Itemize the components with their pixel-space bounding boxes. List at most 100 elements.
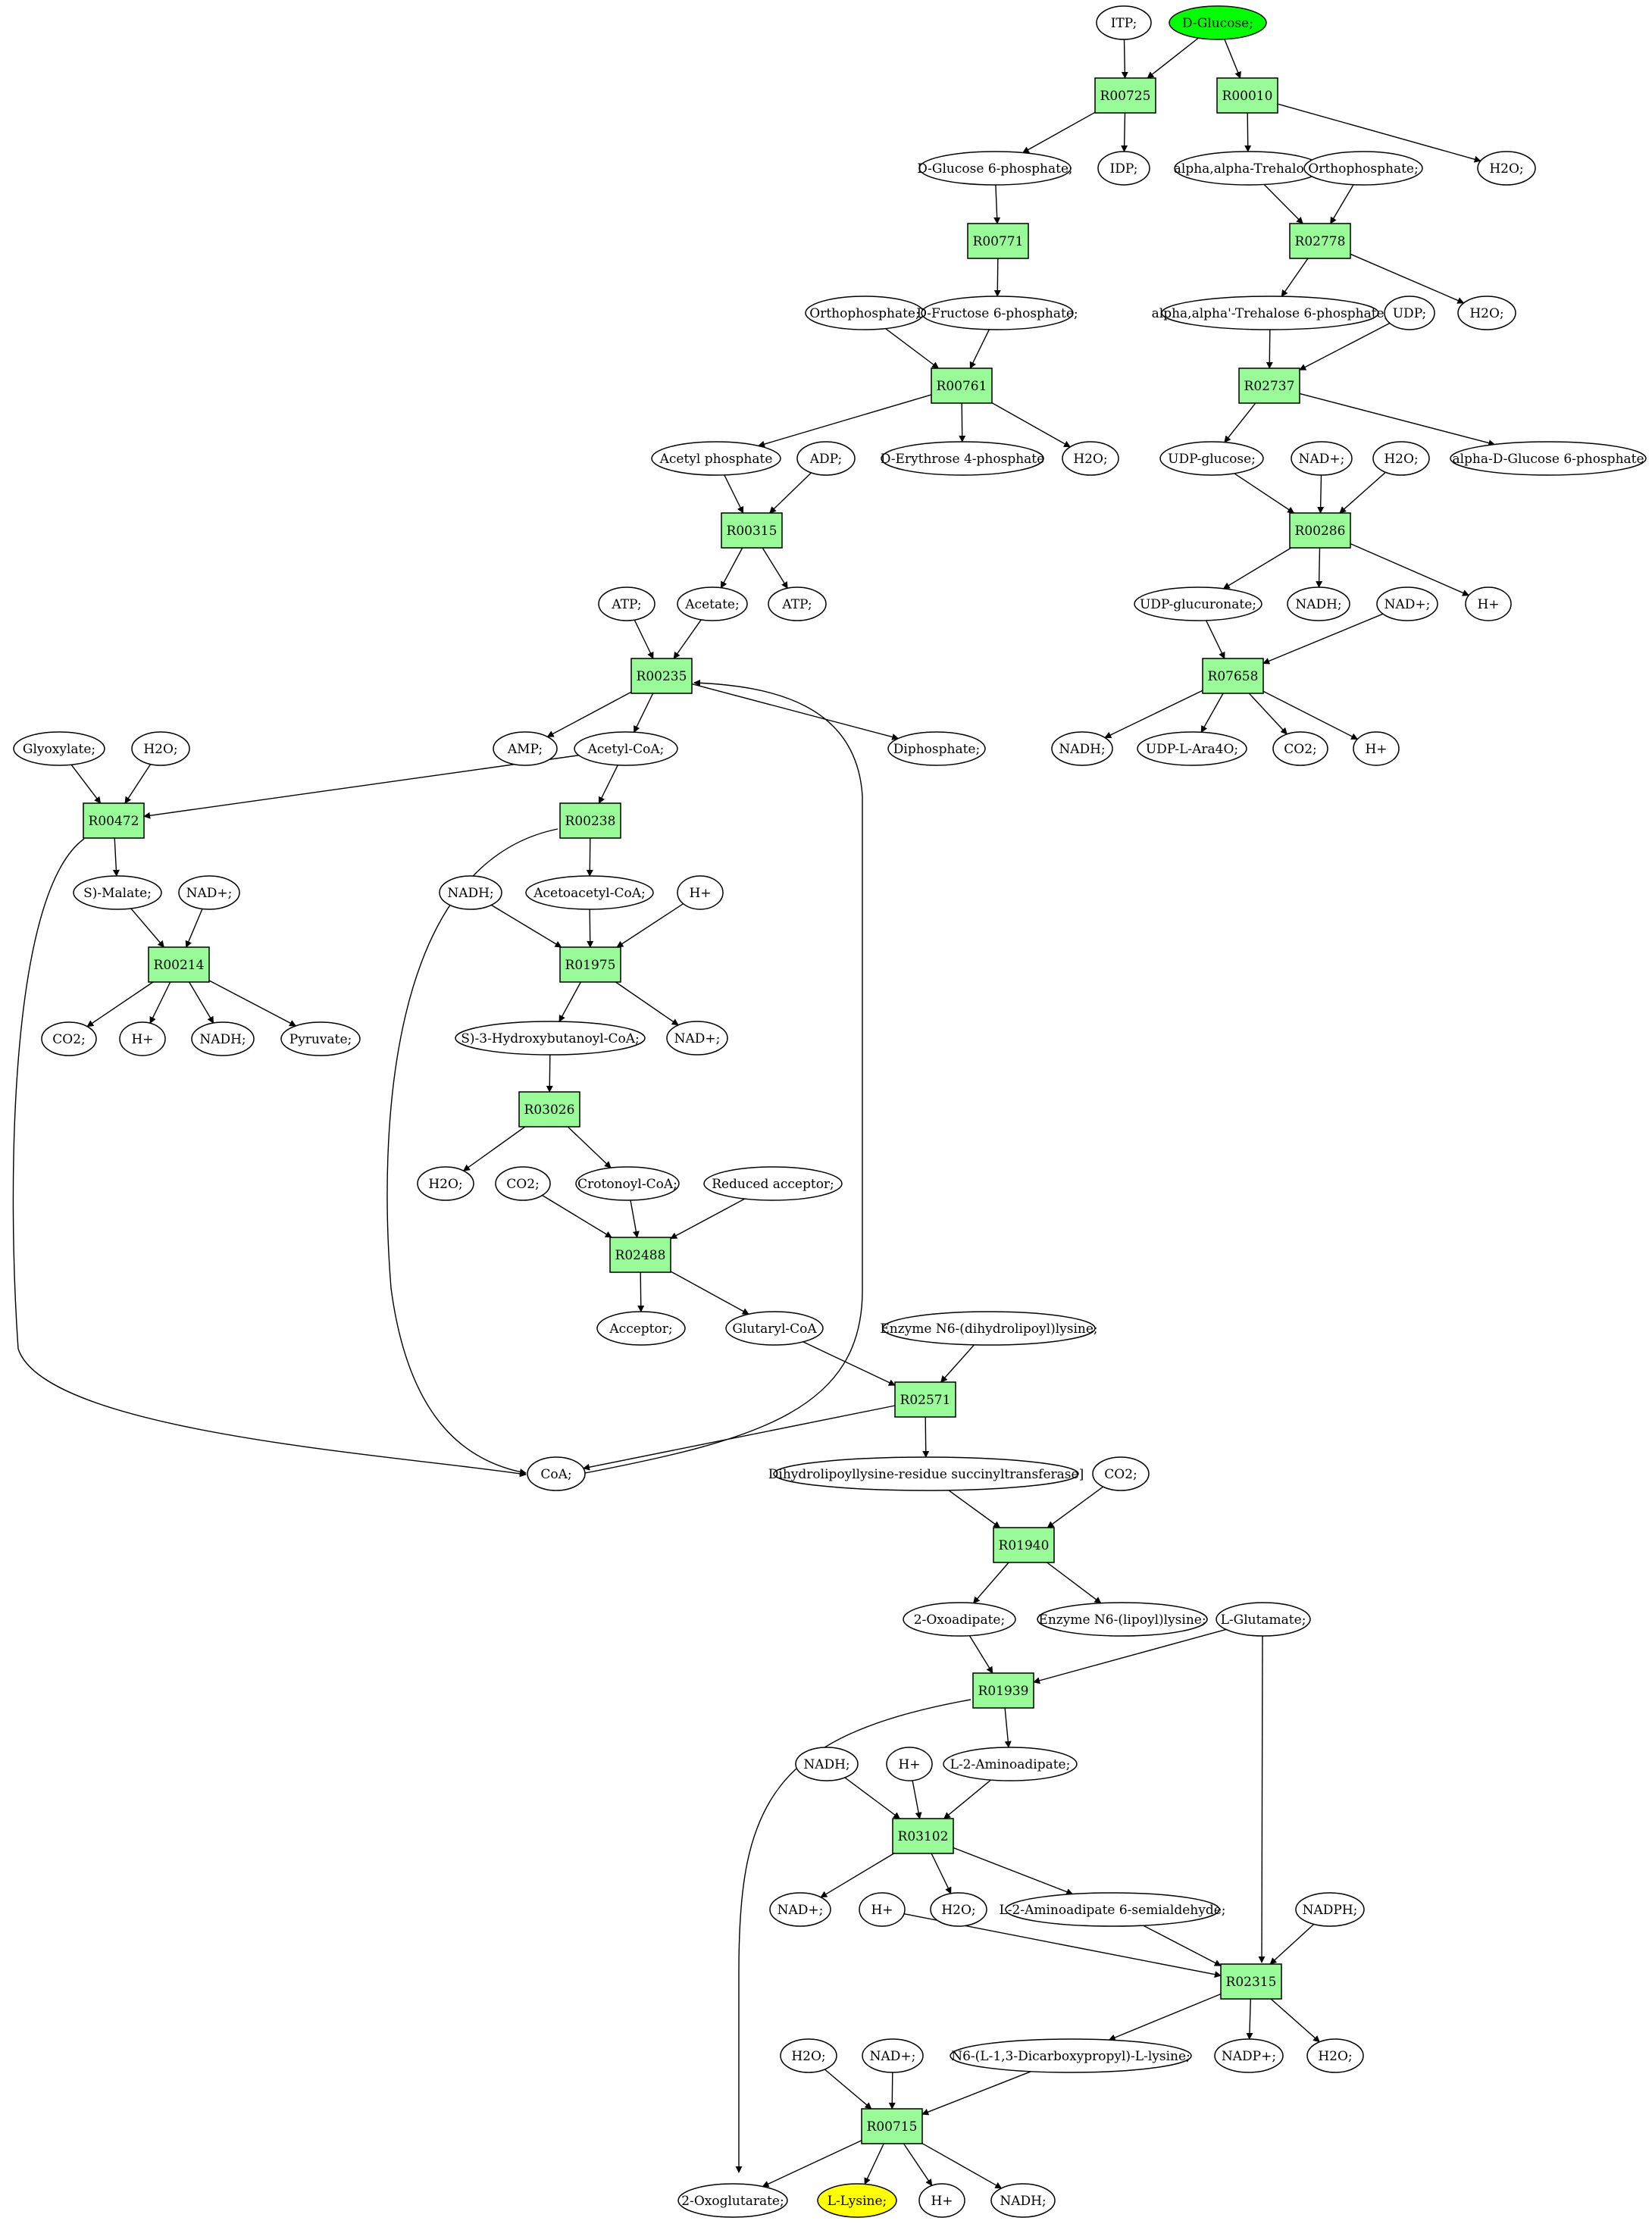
compound-redacc[interactable]: Reduced acceptor; bbox=[703, 1166, 843, 1201]
compound-udpglcu[interactable]: UDP-glucuronate; bbox=[1134, 586, 1262, 621]
compound-co2_4[interactable]: CO2; bbox=[1092, 1456, 1150, 1491]
compound-nadp_4[interactable]: NAD+; bbox=[666, 1021, 728, 1056]
compound-hp_7[interactable]: H+ bbox=[918, 2183, 965, 2218]
compound-udpara[interactable]: UDP-L-Ara4O; bbox=[1137, 731, 1247, 766]
compound-itp[interactable]: ITP; bbox=[1096, 5, 1152, 40]
compound-acc[interactable]: Acceptor; bbox=[596, 1311, 686, 1346]
compound-acp[interactable]: Acetyl phosphate bbox=[651, 441, 781, 476]
compound-nadh_4[interactable]: NADH; bbox=[191, 1021, 255, 1056]
compound-enzlip[interactable]: Enzyme N6-(lipoyl)lysine; bbox=[1037, 1602, 1208, 1637]
compound-dhls[interactable]: Dihydrolipoyllysine-residue succinyltran… bbox=[768, 1456, 1084, 1491]
reaction-r01940[interactable]: R01940 bbox=[993, 1527, 1055, 1563]
compound-f6p[interactable]: D-Fructose 6-phosphate; bbox=[916, 296, 1078, 330]
compound-idp[interactable]: IDP; bbox=[1097, 151, 1150, 186]
reaction-r07658[interactable]: R07658 bbox=[1202, 658, 1264, 694]
compound-aasa[interactable]: L-2-Aminoadipate 6-semialdehyde; bbox=[999, 1892, 1226, 1927]
compound-atp2[interactable]: ATP; bbox=[768, 586, 827, 621]
compound-hp_6[interactable]: H+ bbox=[859, 1892, 906, 1927]
compound-dglucose[interactable]: D-Glucose; bbox=[1169, 5, 1267, 40]
compound-hbcoa[interactable]: S)-3-Hydroxybutanoyl-CoA; bbox=[455, 1021, 646, 1056]
reaction-r00725[interactable]: R00725 bbox=[1094, 77, 1156, 114]
reaction-r02571[interactable]: R02571 bbox=[894, 1381, 956, 1418]
compound-co2_2[interactable]: CO2; bbox=[41, 1021, 97, 1056]
compound-accoa[interactable]: Acetyl-CoA; bbox=[574, 731, 678, 766]
compound-h2o_g[interactable]: H2O; bbox=[930, 1892, 987, 1927]
reaction-r00761[interactable]: R00761 bbox=[931, 368, 993, 404]
compound-atp1[interactable]: ATP; bbox=[598, 586, 655, 621]
compound-h2o_h[interactable]: H2O; bbox=[780, 2038, 837, 2073]
compound-hp_5[interactable]: H+ bbox=[886, 1747, 933, 1781]
reaction-r00472[interactable]: R00472 bbox=[83, 802, 145, 839]
compound-saccharopine[interactable]: N6-(L-1,3-Dicarboxypropyl)-L-lysine; bbox=[950, 2038, 1192, 2073]
reaction-r00315[interactable]: R00315 bbox=[721, 512, 783, 549]
compound-nadp_3[interactable]: NAD+; bbox=[178, 875, 240, 910]
compound-h2o_b[interactable]: H2O; bbox=[1457, 296, 1516, 330]
compound-glu[interactable]: L-Glutamate; bbox=[1216, 1602, 1311, 1637]
compound-trehalose[interactable]: alpha,alpha-Trehalose; bbox=[1174, 151, 1322, 186]
reaction-r00771[interactable]: R00771 bbox=[967, 223, 1029, 259]
reaction-r00235[interactable]: R00235 bbox=[630, 658, 693, 694]
compound-oxoad[interactable]: 2-Oxoadipate; bbox=[903, 1602, 1016, 1637]
compound-e4p[interactable]: D-Erythrose 4-phosphate bbox=[881, 441, 1044, 476]
compound-nadp_2[interactable]: NAD+; bbox=[1376, 586, 1438, 621]
compound-lys[interactable]: L-Lysine; bbox=[817, 2183, 897, 2218]
compound-h2o_a[interactable]: H2O; bbox=[1477, 151, 1536, 186]
compound-nadph[interactable]: NADPH; bbox=[1295, 1892, 1365, 1927]
compound-hp_4[interactable]: H+ bbox=[119, 1021, 166, 1056]
compound-enzdh[interactable]: Enzyme N6-(dihydrolipoyl)lysine; bbox=[880, 1311, 1098, 1346]
compound-h2o_e[interactable]: H2O; bbox=[131, 731, 190, 766]
compound-hp_1[interactable]: H+ bbox=[1465, 586, 1512, 621]
compound-co2_1[interactable]: CO2; bbox=[1272, 731, 1328, 766]
compound-t6p[interactable]: alpha,alpha'-Trehalose 6-phosphate; bbox=[1152, 296, 1389, 330]
compound-aacoa[interactable]: Acetoacetyl-CoA; bbox=[525, 875, 654, 910]
compound-coa[interactable]: CoA; bbox=[527, 1456, 586, 1491]
compound-aad[interactable]: L-2-Aminoadipate; bbox=[943, 1747, 1078, 1781]
compound-h2o_c[interactable]: H2O; bbox=[1062, 441, 1119, 476]
compound-g6p[interactable]: D-Glucose 6-phosphate; bbox=[917, 151, 1073, 186]
reaction-r01975[interactable]: R01975 bbox=[559, 946, 621, 983]
compound-ag6p[interactable]: alpha-D-Glucose 6-phosphate bbox=[1450, 441, 1647, 476]
compound-oxoglu[interactable]: 2-Oxoglutarate; bbox=[677, 2183, 788, 2218]
compound-malate[interactable]: S)-Malate; bbox=[73, 875, 162, 910]
compound-amp[interactable]: AMP; bbox=[493, 731, 558, 766]
compound-udp[interactable]: UDP; bbox=[1384, 296, 1435, 330]
reaction-r02488[interactable]: R02488 bbox=[609, 1237, 671, 1273]
compound-nadp_5[interactable]: NAD+; bbox=[769, 1892, 831, 1927]
compound-hp_2[interactable]: H+ bbox=[1353, 731, 1400, 766]
compound-glcoa[interactable]: Glutaryl-CoA bbox=[725, 1311, 824, 1346]
compound-crcoa[interactable]: Crotonoyl-CoA; bbox=[575, 1166, 680, 1201]
compound-adp[interactable]: ADP; bbox=[796, 441, 856, 476]
compound-acetate[interactable]: Acetate; bbox=[677, 586, 748, 621]
compound-glyox[interactable]: Glyoxylate; bbox=[13, 731, 105, 766]
compound-udpglc[interactable]: UDP-glucose; bbox=[1159, 441, 1264, 476]
reaction-r00238[interactable]: R00238 bbox=[559, 802, 621, 839]
compound-pi2[interactable]: Orthophosphate; bbox=[805, 296, 925, 330]
compound-h2o_d[interactable]: H2O; bbox=[1372, 441, 1430, 476]
compound-h2o_f[interactable]: H2O; bbox=[417, 1166, 474, 1201]
compound-nadh_6[interactable]: NADH; bbox=[990, 2183, 1056, 2218]
compound-nadh_1[interactable]: NADH; bbox=[1287, 586, 1350, 621]
reaction-r00214[interactable]: R00214 bbox=[148, 946, 210, 983]
compound-nadp_6[interactable]: NAD+; bbox=[862, 2038, 924, 2073]
compound-nadp_1[interactable]: NAD+; bbox=[1291, 441, 1353, 476]
compound-nadh_3[interactable]: NADH; bbox=[439, 875, 502, 910]
compound-nadh_2[interactable]: NADH; bbox=[1051, 731, 1113, 766]
reaction-r02737[interactable]: R02737 bbox=[1238, 368, 1300, 404]
compound-label: CO2; bbox=[1104, 1467, 1137, 1482]
compound-nadpplus[interactable]: NADP+; bbox=[1214, 2038, 1284, 2073]
reaction-r00715[interactable]: R00715 bbox=[861, 2108, 923, 2144]
compound-ppi[interactable]: Diphosphate; bbox=[887, 731, 986, 766]
reaction-r03026[interactable]: R03026 bbox=[518, 1091, 580, 1128]
reaction-r00286[interactable]: R00286 bbox=[1289, 512, 1351, 549]
reaction-r00010[interactable]: R00010 bbox=[1216, 77, 1278, 114]
reaction-r03102[interactable]: R03102 bbox=[892, 1818, 954, 1854]
compound-pi1[interactable]: Orthophosphate; bbox=[1303, 151, 1423, 186]
reaction-r02315[interactable]: R02315 bbox=[1220, 1963, 1282, 2000]
compound-h2o_i[interactable]: H2O; bbox=[1306, 2038, 1364, 2073]
reaction-r02778[interactable]: R02778 bbox=[1289, 223, 1351, 259]
compound-hp_3[interactable]: H+ bbox=[677, 875, 724, 910]
compound-co2_3[interactable]: CO2; bbox=[495, 1166, 551, 1201]
compound-nadh_5[interactable]: NADH; bbox=[795, 1747, 859, 1781]
reaction-r01939[interactable]: R01939 bbox=[972, 1672, 1034, 1709]
compound-pyr[interactable]: Pyruvate; bbox=[280, 1021, 361, 1056]
